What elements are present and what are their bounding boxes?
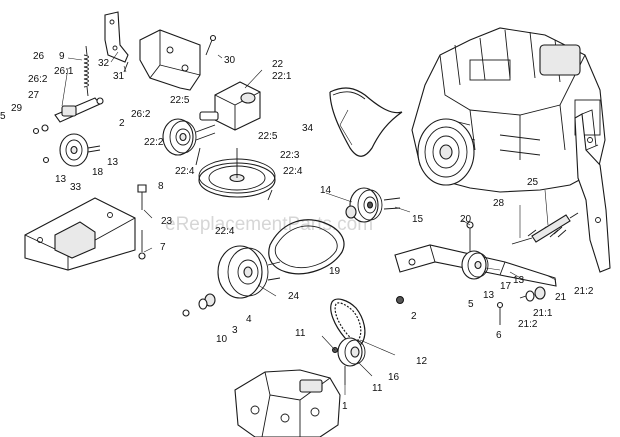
callout: 22:4 [215,226,235,237]
idler-arm-assembly [32,97,104,135]
bolt-8 [137,184,147,210]
callout: 17 [500,281,512,292]
callout: 34 [302,123,314,134]
callout: 16 [388,372,400,383]
callout: 21 [555,292,567,303]
pulley-22-2 [162,118,216,156]
callout: 18 [92,167,104,178]
bushing-stack-3-4 [182,293,216,317]
bolt-31 [123,61,129,73]
tension-spring-25 [511,212,579,245]
callout: 3 [232,325,238,336]
callout: 23 [161,216,173,227]
callout: 32 [98,58,110,69]
bolt-30 [205,34,217,56]
callout: 4 [246,314,252,325]
callout: 26:2 [131,109,151,120]
watermark: eReplacementParts.com [165,214,373,235]
callout: 12 [416,356,428,367]
pulley-14-15 [345,187,401,223]
callout: 22:5 [170,95,190,106]
callout-labels: 30 32 31 26 9 26:1 26:2 27 29 5 2 26:2 2… [0,51,594,412]
callout: 22:5 [258,131,278,142]
bolt-6 [496,301,504,325]
spring-bracket-top [104,11,129,63]
callout: 29 [11,103,23,114]
callout: 13 [513,275,525,286]
leader-lines [61,51,557,395]
callout: 6 [496,330,502,341]
callout: 21:2 [574,286,594,297]
callout: 22:4 [175,166,195,177]
callout: 31 [113,71,125,82]
callout: 1 [342,401,348,412]
idler-pulley-left [59,133,101,167]
callout: 11 [372,383,383,394]
base-plate-left [24,197,136,271]
callout: 26:1 [54,66,74,77]
callout: 26 [33,51,45,62]
washer-33 [42,156,50,164]
pulley-24 [217,245,281,299]
callout: 28 [493,198,505,209]
idler-pulley-17 [461,250,489,280]
callout: 27 [28,90,40,101]
callout: 20 [460,214,472,225]
callout: 2 [119,118,125,129]
callout: 5 [468,299,474,310]
washer-2-right [396,296,404,304]
engine-flywheel [417,118,475,186]
callout: 7 [160,242,166,253]
callout: 2 [411,311,417,322]
callout: 21:2 [518,319,538,330]
callout: 22 [272,59,284,70]
callout: 22:1 [272,71,292,82]
callout: 33 [70,182,82,193]
callout: 15 [412,214,424,225]
callout: 24 [288,291,300,302]
callout: 5 [0,111,6,122]
callout: 22:2 [144,137,164,148]
callout: 9 [59,51,65,62]
callout: 26:2 [28,74,48,85]
hydrostatic-pump [234,369,341,437]
mounting-plate [139,29,201,91]
pulley-22-3 [198,148,276,198]
v-belt-19 [268,219,345,275]
callout: 30 [224,55,236,66]
tension-spring [83,45,89,97]
callout: 14 [320,185,332,196]
callout: 25 [527,177,539,188]
pulley-16 [332,337,366,385]
callout: 10 [216,334,228,345]
callout: 19 [329,266,341,277]
callout: 22:3 [280,150,300,161]
bolt-7 [138,230,146,260]
callout: 13 [483,290,495,301]
bolt-22-4 [195,147,273,201]
callout: 22:4 [283,166,303,177]
callout: 8 [158,181,164,192]
bushing-21 [519,286,546,302]
callout: 21:1 [533,308,553,319]
v-belt-34 [329,87,403,157]
callout: 11 [295,328,306,339]
callout: 13 [107,157,119,168]
callout: 13 [55,174,67,185]
frame-bracket-right [574,109,611,273]
gearbox [199,81,261,131]
